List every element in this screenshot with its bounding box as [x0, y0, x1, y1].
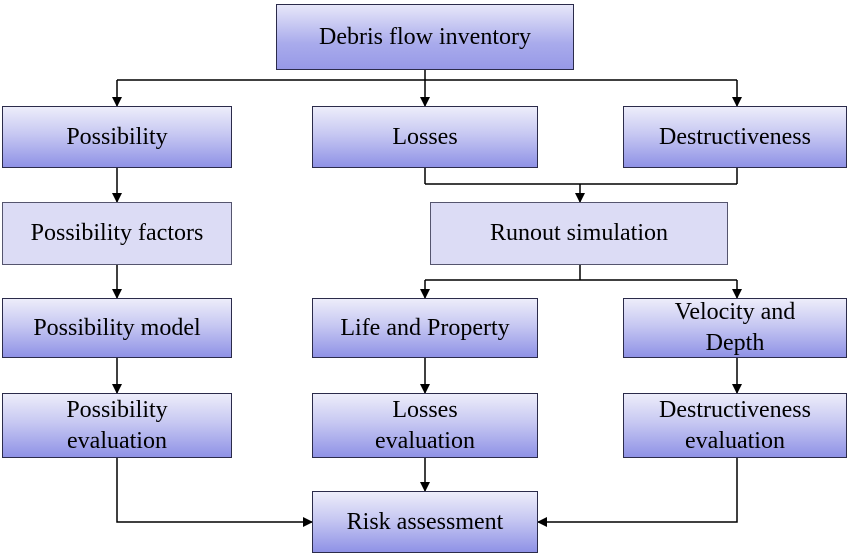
- node-label: Possibility model: [33, 314, 201, 341]
- node-destructiveness: Destructiveness: [623, 106, 847, 168]
- node-label: Life and Property: [340, 314, 510, 341]
- node-destructiveness-evaluation: Destructiveness evaluation: [623, 393, 847, 458]
- node-possibility-model: Possibility model: [2, 298, 232, 358]
- node-label: Debris flow inventory: [319, 23, 531, 50]
- node-label: Possibility factors: [30, 220, 204, 246]
- node-label-line-2: evaluation: [375, 427, 475, 454]
- node-losses-evaluation: Losses evaluation: [312, 393, 538, 458]
- node-risk-assessment: Risk assessment: [312, 491, 538, 553]
- node-label-line-1: Losses: [392, 396, 458, 423]
- node-possibility: Possibility: [2, 106, 232, 168]
- node-label: Runout simulation: [489, 220, 668, 246]
- node-life-and-property: Life and Property: [312, 298, 538, 358]
- arrow-possibility-to-risk: [116, 458, 313, 527]
- node-debris-flow-inventory: Debris flow inventory: [276, 4, 574, 70]
- node-runout-simulation: Runout simulation: [430, 202, 728, 265]
- arrow-destructiveness-to-risk: [537, 458, 738, 527]
- node-possibility-factors: Possibility factors: [2, 202, 232, 265]
- node-label: Possibility: [66, 123, 168, 150]
- node-label-line-2: Depth: [705, 330, 765, 356]
- node-label-line-1: Destructiveness: [659, 396, 811, 423]
- node-label-line-1: Velocity and: [674, 299, 796, 325]
- node-label: Destructiveness: [659, 123, 811, 150]
- node-losses: Losses: [312, 106, 538, 168]
- node-label-line-1: Possibility: [66, 396, 168, 423]
- node-label: Risk assessment: [346, 508, 504, 535]
- node-velocity-and-depth: Velocity and Depth: [623, 298, 847, 358]
- node-possibility-evaluation: Possibility evaluation: [2, 393, 232, 458]
- node-label-line-2: evaluation: [685, 427, 785, 454]
- node-label: Losses: [392, 123, 458, 150]
- node-label-line-2: evaluation: [67, 427, 167, 454]
